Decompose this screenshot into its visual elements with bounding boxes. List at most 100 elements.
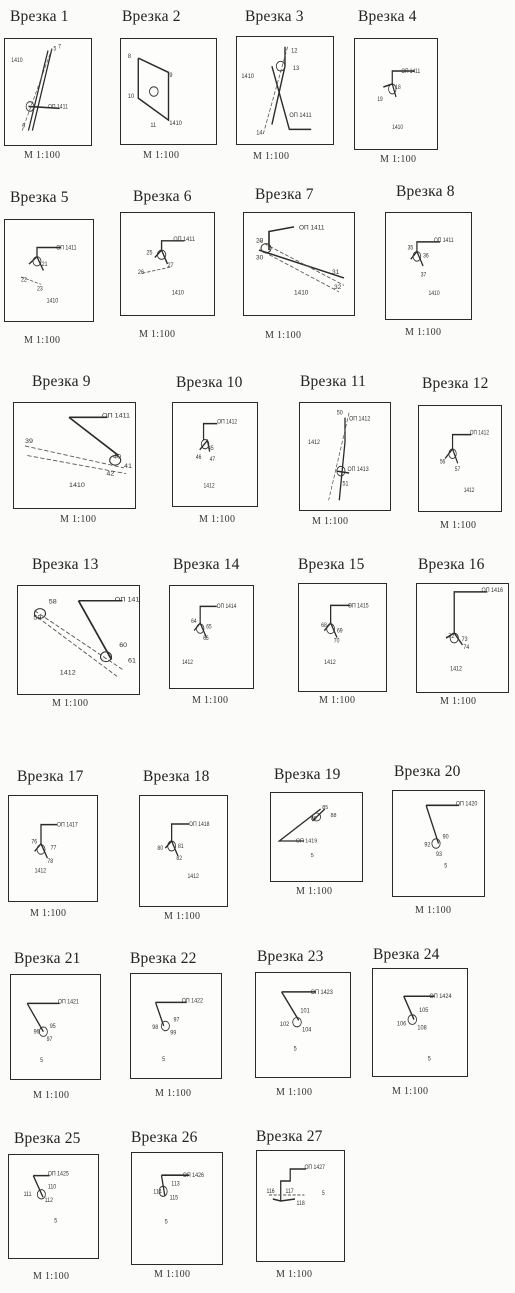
inset-scale: M 1:100	[276, 1269, 313, 1280]
cable-line	[330, 604, 351, 623]
sketch-label: 1412	[464, 487, 475, 494]
cable-line	[36, 246, 61, 257]
dimension-line	[258, 240, 345, 286]
sketch-label: 51	[343, 481, 349, 487]
sketch-label: ОП 1411	[173, 237, 195, 243]
node-circle	[200, 439, 210, 450]
node-circle	[260, 243, 272, 254]
sketch-label: ОП 1412	[217, 419, 237, 426]
node-circle	[407, 1014, 418, 1025]
node-circle	[167, 840, 176, 852]
dimension-line	[328, 412, 350, 501]
inset-scale: M 1:100	[60, 514, 97, 525]
node-circle	[32, 256, 42, 267]
cable-line	[31, 48, 53, 131]
node-circle	[99, 651, 113, 663]
sketch-label: 85	[322, 805, 328, 811]
inset-scale: M 1:100	[380, 154, 417, 165]
cable-line	[27, 50, 49, 131]
sketch-label: 56	[440, 459, 445, 466]
sketch-label: 69	[337, 628, 343, 635]
inset-scale: M 1:100	[265, 330, 302, 341]
sketch-label: 81	[178, 844, 184, 851]
inset-title: Врезка 4	[358, 8, 417, 25]
inset-scale: M 1:100	[155, 1088, 192, 1099]
sketch-label: 50	[337, 410, 344, 416]
inset-title: Врезка 2	[122, 8, 181, 25]
node-circle	[449, 632, 459, 644]
cable-line	[391, 70, 415, 84]
sketch-label: 22	[21, 277, 27, 283]
sketch-label: 30	[256, 255, 264, 262]
inset-scale: M 1:100	[24, 150, 61, 161]
sketch-label: 115	[170, 1195, 179, 1202]
sketch-label: 11	[150, 123, 156, 129]
sketch-label: 116	[266, 1189, 274, 1196]
cable-line	[416, 241, 441, 252]
cable-line	[280, 1168, 307, 1201]
node-circle	[160, 1020, 170, 1032]
inset-title: Врезка 17	[17, 768, 84, 785]
cable-line	[77, 600, 113, 660]
inset-title: Врезка 15	[298, 556, 365, 573]
dimension-line	[20, 276, 42, 285]
sketch-label: ОП 1411	[434, 237, 454, 244]
sketch-label: 60	[119, 642, 127, 649]
sketch-label: ОП 1411	[48, 104, 68, 111]
cable-line	[410, 250, 424, 267]
sketch-label: ОП 1422	[182, 998, 203, 1004]
inset-frame: ОП 1412585960611412	[17, 585, 140, 695]
sketch-label: 92	[424, 842, 430, 848]
sketch-label: ОП 1419	[296, 839, 317, 845]
inset-scale: M 1:100	[30, 908, 67, 919]
sketch-label: 101	[300, 1009, 309, 1015]
sketch-label: 26	[138, 270, 144, 276]
dimension-line	[27, 455, 127, 475]
sketch-label: 1410	[294, 290, 309, 297]
inset-scale: M 1:100	[154, 1269, 191, 1280]
inset-title: Врезка 21	[14, 950, 81, 967]
sketch-label: 41	[124, 463, 132, 469]
inset-sketch: ОП 1412585960611412	[33, 597, 139, 677]
inset-scale: M 1:100	[24, 335, 61, 346]
node-circle	[336, 465, 346, 477]
sketch-label: 9	[169, 73, 172, 79]
sketch-label: 1412	[308, 440, 320, 446]
sketch-label: 64	[191, 619, 196, 626]
sketch-label: ОП 1412	[349, 416, 370, 422]
sketch-label: 13	[293, 66, 300, 72]
sketch-label: ОП 1411	[56, 245, 76, 251]
sketch-label: 14	[256, 130, 263, 136]
node-circle	[292, 1016, 302, 1028]
node-circle	[158, 1185, 168, 1197]
sketch-label: 111	[24, 1192, 32, 1198]
sketch-label: 5	[294, 1046, 297, 1052]
node-circle	[311, 812, 322, 822]
sketch-label: 32	[334, 284, 342, 291]
sketch-label: 6	[22, 123, 25, 130]
inset-scale: M 1:100	[319, 695, 356, 706]
node-circle	[275, 60, 286, 72]
sketch-label: ОП 1423	[311, 990, 333, 996]
sketch-label: ОП 1426	[183, 1173, 205, 1180]
sketch-label: ОП 1411	[102, 413, 130, 419]
sketch-label: 5	[322, 1191, 325, 1198]
sketch-label: 8	[128, 54, 132, 60]
sketch-label: 5	[53, 46, 56, 53]
inset-title: Врезка 6	[133, 188, 192, 205]
cable-line	[202, 422, 218, 441]
sketch-label: ОП 1413	[347, 467, 368, 473]
